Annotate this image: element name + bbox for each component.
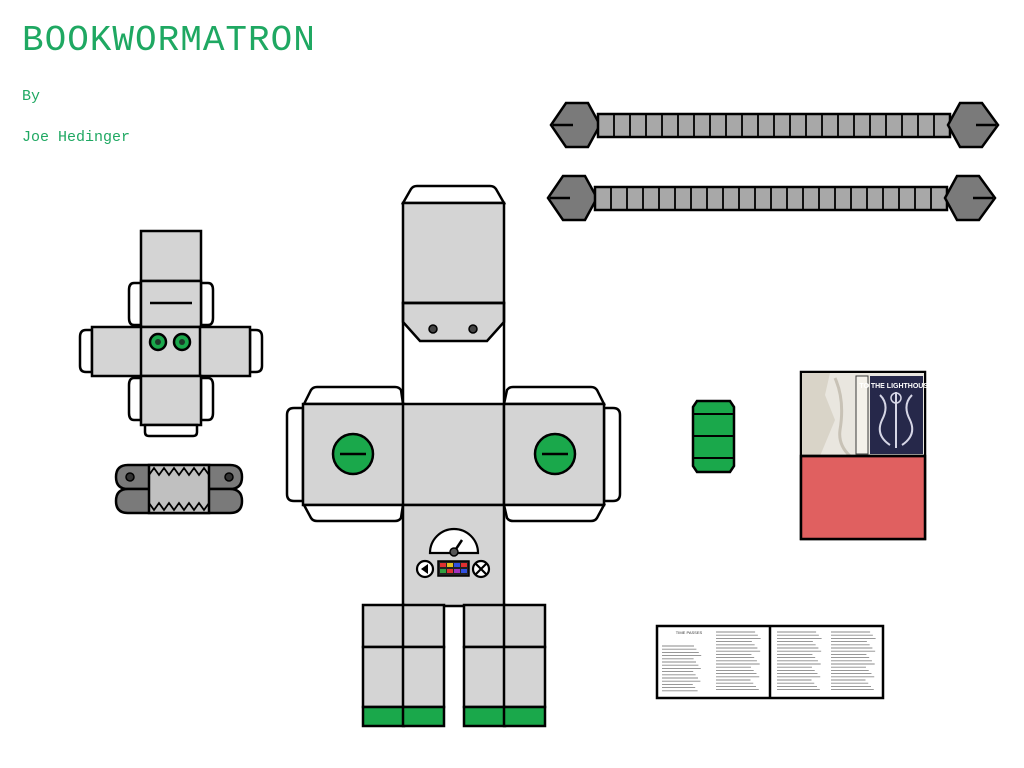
author-name: Joe Hedinger [22, 129, 131, 146]
play-button-icon [415, 559, 435, 579]
page-title: BOOKWORMATRON [22, 20, 316, 61]
book-cover-title: TO THE LIGHTHOUSE [859, 383, 933, 390]
color-keypad-icon [437, 560, 470, 577]
cancel-button-icon [471, 559, 491, 579]
head-piece [78, 229, 264, 438]
tread-piece [114, 463, 244, 515]
gauge-icon [428, 527, 480, 557]
green-connector-piece [691, 399, 736, 474]
by-label: By [22, 88, 41, 105]
arm-piece-bottom [546, 174, 997, 222]
book-pages-piece: TIME PASSES [655, 624, 885, 700]
legs-piece [361, 603, 547, 728]
body-piece [285, 184, 622, 608]
arm-piece-top [549, 101, 1000, 149]
book-page-heading: TIME PASSES [676, 630, 703, 635]
book-cover-piece: TO THE LIGHTHOUSE [799, 370, 933, 541]
